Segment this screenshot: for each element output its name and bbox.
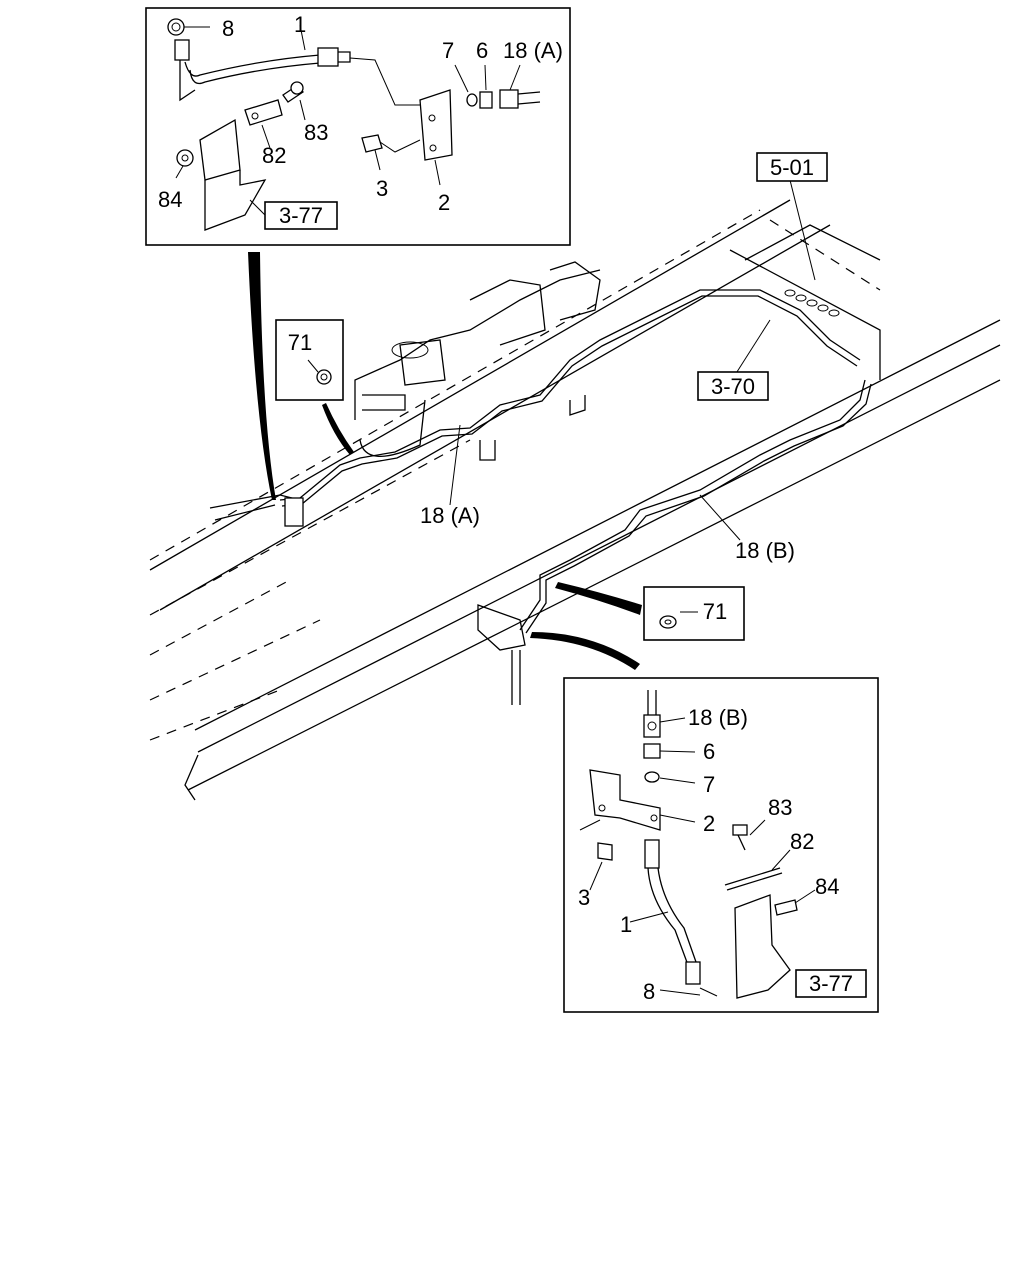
bottom-label-18b: 18 (B): [688, 705, 748, 730]
ref-box-3-70: 3-70: [697, 371, 769, 401]
bottom-label-3: 3: [578, 885, 590, 910]
crossmember-holes: [784, 289, 840, 317]
top-label-8: 8: [222, 16, 234, 41]
top-label-83: 83: [304, 120, 328, 145]
bottom-label-8: 8: [643, 979, 655, 1004]
bottom-label-6: 6: [703, 739, 715, 764]
clip-71-left-callout: 71: [275, 319, 344, 401]
top-label-84: 84: [158, 187, 182, 212]
pipe-18a: [279, 289, 861, 501]
bottom-label-2: 2: [703, 811, 715, 836]
svg-text:3-77: 3-77: [809, 971, 853, 996]
label-pipe-18b: 18 (B): [735, 538, 795, 563]
bottom-label-82: 82: [790, 829, 814, 854]
bottom-label-1: 1: [620, 912, 632, 937]
bottom-label-7: 7: [703, 772, 715, 797]
top-label-1: 1: [294, 12, 306, 37]
inset-top: 8 1 7 6 18 (A) 83 82 3 2 84 3-77: [145, 7, 571, 246]
equipment-outline: [354, 261, 601, 461]
bottom-label-84: 84: [815, 874, 839, 899]
svg-text:5-01: 5-01: [770, 155, 814, 180]
top-label-2: 2: [438, 190, 450, 215]
svg-text:71: 71: [288, 330, 312, 355]
frame-assembly: [149, 179, 1001, 801]
clip-71-right-callout: 71: [643, 586, 745, 641]
label-pipe-18a: 18 (A): [420, 503, 480, 528]
top-label-3: 3: [376, 176, 388, 201]
pipe-18b: [519, 379, 866, 631]
svg-text:3-77: 3-77: [279, 203, 323, 228]
top-ref-box-3-77: 3-77: [264, 201, 338, 230]
top-label-7: 7: [442, 38, 454, 63]
ref-box-5-01: 5-01: [756, 152, 828, 182]
svg-text:3-70: 3-70: [711, 374, 755, 399]
inset-bottom: 18 (B) 6 7 2 83 82 84 3 1 8 3-77: [563, 677, 879, 1013]
top-label-82: 82: [262, 143, 286, 168]
top-label-18a: 18 (A): [503, 38, 563, 63]
svg-text:71: 71: [703, 599, 727, 624]
bottom-ref-box-3-77: 3-77: [795, 969, 867, 998]
bottom-label-83: 83: [768, 795, 792, 820]
top-label-6: 6: [476, 38, 488, 63]
